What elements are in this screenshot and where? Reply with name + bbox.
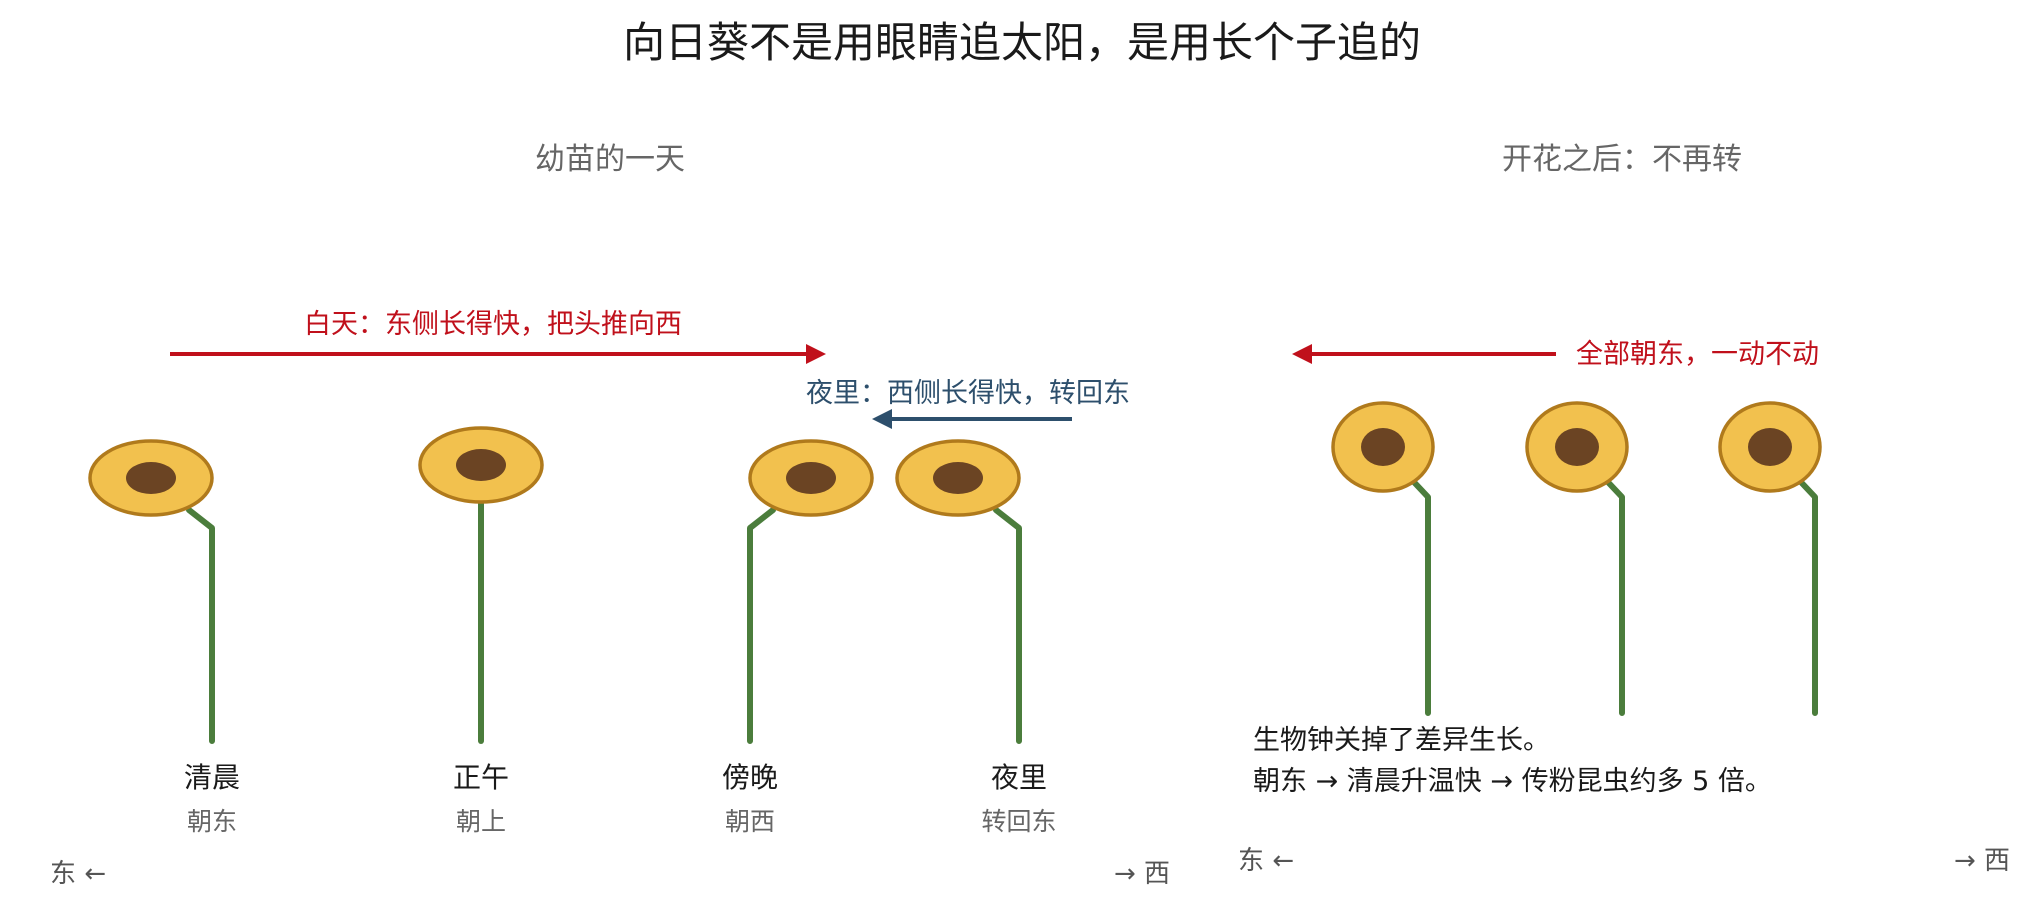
stage-facing-label: 转回东	[981, 807, 1056, 836]
sunflower-mature-1	[1331, 401, 1435, 716]
sunflower-evening	[747, 439, 874, 744]
right-panel: 开花之后：不再转 全部朝东，一动不动 生物钟关掉了差异生长。 朝东 → 清晨升温…	[1238, 142, 2010, 876]
stage-time-label: 正午	[453, 761, 509, 794]
flower-disk	[786, 462, 836, 494]
stem	[1796, 477, 1818, 716]
flower-disk	[1361, 428, 1405, 466]
sunflower-night	[895, 439, 1022, 744]
stage-time-label: 傍晚	[722, 761, 778, 794]
flower-disk	[933, 462, 983, 494]
stem	[1409, 477, 1431, 716]
page-title: 向日葵不是用眼睛追太阳，是用长个子追的	[623, 18, 1421, 67]
day-arrow-label: 白天：东侧长得快，把头推向西	[304, 309, 682, 340]
flower-disk	[456, 449, 506, 481]
flower-disk	[1555, 428, 1599, 466]
sunflower-mature-2	[1525, 401, 1629, 716]
west-direction-label: → 西	[1954, 846, 2010, 876]
stage-time-label: 夜里	[991, 761, 1047, 794]
west-direction-label: → 西	[1114, 859, 1170, 889]
east-facing-arrow-label: 全部朝东，一动不动	[1576, 339, 1819, 370]
east-direction-label: 东 ←	[1238, 846, 1294, 876]
stage-facing-label: 朝上	[456, 807, 506, 836]
stem	[747, 507, 776, 744]
left-panel: 幼苗的一天 白天：东侧长得快，把头推向西 夜里：西侧长得快，转回东	[50, 142, 1170, 889]
stage-time-label: 清晨	[184, 761, 240, 794]
stage-facing-label: 朝东	[187, 807, 237, 836]
note-line-2: 朝东 → 清晨升温快 → 传粉昆虫约多 5 倍。	[1253, 766, 1772, 797]
stem	[1603, 477, 1625, 716]
note-line-1: 生物钟关掉了差异生长。	[1253, 725, 1550, 756]
stage-facing-label: 朝西	[725, 807, 775, 836]
flower-disk	[126, 462, 176, 494]
sunflower-mature-3	[1718, 401, 1822, 716]
sunflower-noon	[418, 426, 544, 744]
stem	[993, 507, 1022, 744]
sunflower-morning	[88, 439, 215, 744]
night-arrow-label: 夜里：西侧长得快，转回东	[806, 378, 1130, 409]
left-panel-title: 幼苗的一天	[535, 142, 685, 177]
flower-disk	[1748, 428, 1792, 466]
stem	[186, 507, 215, 744]
right-panel-title: 开花之后：不再转	[1502, 142, 1742, 177]
east-direction-label: 东 ←	[50, 859, 106, 889]
